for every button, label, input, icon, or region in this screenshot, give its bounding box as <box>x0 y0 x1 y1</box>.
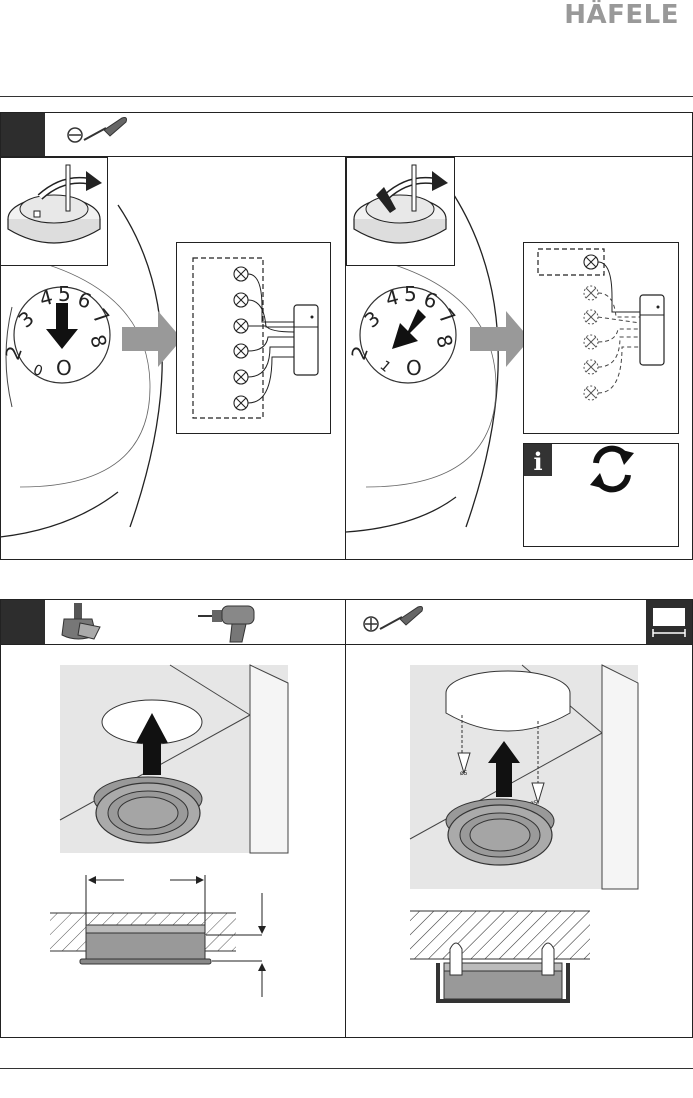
info-icon: i <box>524 446 552 478</box>
dial-zero-label: O <box>406 356 422 380</box>
dial-digit: 5 <box>404 282 417 306</box>
dial-zero-label: O <box>56 356 72 380</box>
phillips-screwdriver-icon <box>358 602 428 642</box>
screw-size-label: ø5 <box>460 770 468 777</box>
brand-logo: HÄFELE <box>564 0 679 30</box>
dial-digit: 5 <box>58 282 71 306</box>
footer-divider <box>0 1068 693 1069</box>
flat-screwdriver-icon <box>62 114 132 154</box>
surface-mount-illustration: ø5 ø5 <box>346 645 692 1038</box>
drill-icon <box>196 602 260 644</box>
hole-saw-icon <box>58 601 104 643</box>
recessed-mount-illustration <box>0 645 345 1038</box>
ruler-box-icon <box>646 600 692 644</box>
dial-setting-illustration-right: 2 3 4 5 6 7 8 O 1 <box>346 157 692 560</box>
header-divider <box>0 96 693 97</box>
dial-setting-illustration-left: 2 3 4 5 6 7 8 O 0 <box>0 157 345 560</box>
step-number-box-2 <box>1 600 45 644</box>
step-number-box-1 <box>1 113 45 156</box>
